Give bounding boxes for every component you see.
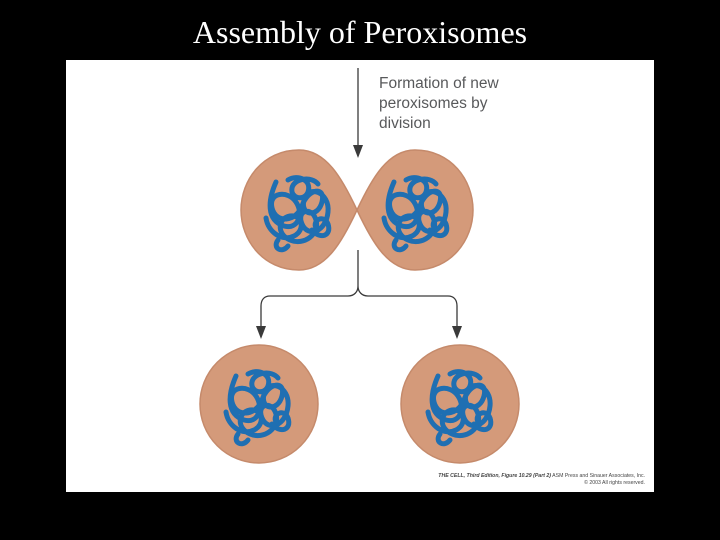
right-arrowhead xyxy=(452,326,462,339)
division-diagram xyxy=(199,68,520,464)
figure-credit: THE CELL, Third Edition, Figure 10.29 (P… xyxy=(438,473,645,487)
figure-panel: Formation of new peroxisomes by division… xyxy=(66,60,654,492)
credit-rights: © 2003 All rights reserved. xyxy=(584,480,645,486)
figure-caption: Formation of new peroxisomes by division xyxy=(379,75,499,132)
credit-publisher: ASM Press and Sinauer Associates, Inc. xyxy=(552,473,645,479)
slide-title: Assembly of Peroxisomes xyxy=(192,14,528,50)
branch-connector xyxy=(260,250,458,328)
left-arrowhead xyxy=(256,326,266,339)
input-arrowhead xyxy=(353,145,363,158)
credit-source: THE CELL, Third Edition, Figure 10.29 (P… xyxy=(438,473,551,479)
